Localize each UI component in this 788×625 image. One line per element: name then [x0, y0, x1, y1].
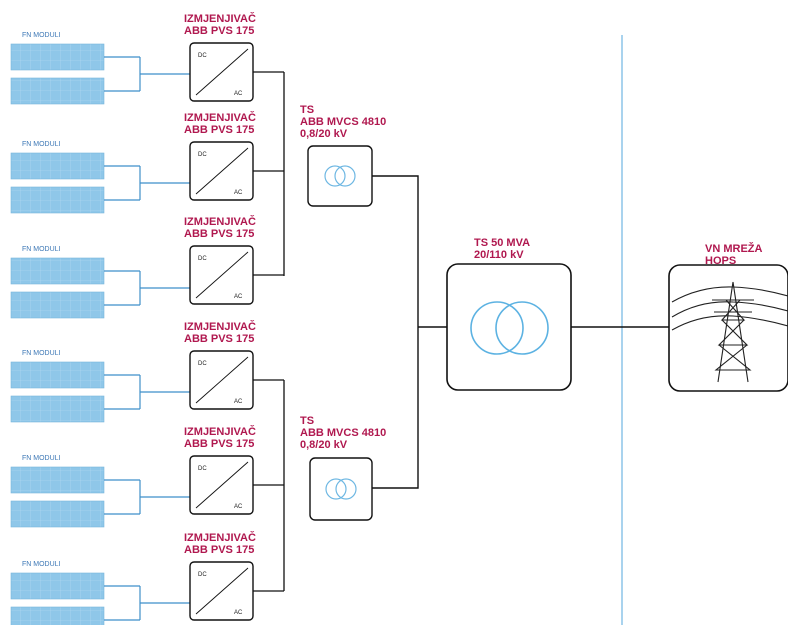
- dc-label: DC: [198, 256, 207, 262]
- grid-title: VN MREŽA: [705, 242, 763, 255]
- pv-module-string: [10, 500, 105, 528]
- ac-label: AC: [234, 190, 243, 196]
- inverter-title: IZMJENJIVAČ: [184, 320, 256, 333]
- inverter-model: ABB PVS 175: [184, 228, 254, 240]
- mv-wiring: [372, 175, 669, 489]
- pv-module-string: [10, 186, 105, 214]
- pv-module-string: [10, 77, 105, 105]
- dc-label: DC: [198, 152, 207, 158]
- ac-label: AC: [234, 504, 243, 510]
- inverter-title: IZMJENJIVAČ: [184, 531, 256, 544]
- inverter-diagonal: [195, 567, 249, 615]
- inverter-model: ABB PVS 175: [184, 333, 254, 345]
- transformer-icon: [325, 478, 347, 500]
- dc-label: DC: [198, 53, 207, 59]
- pv-module-string: [10, 291, 105, 319]
- pv-module-string: [10, 152, 105, 180]
- pv-module-string: [10, 361, 105, 389]
- main-transformer: TS 50 MVA 20/110 kV: [446, 237, 572, 391]
- pv-label: FN MODULI: [22, 561, 61, 568]
- grid-box: [668, 264, 788, 392]
- pv-module-string: [10, 43, 105, 71]
- inverter-model: ABB PVS 175: [184, 544, 254, 556]
- dc-label: DC: [198, 572, 207, 578]
- ac-label: AC: [234, 91, 243, 97]
- pv-module-string: [10, 572, 105, 600]
- inverter-title: IZMJENJIVAČ: [184, 12, 256, 25]
- inverter-title: IZMJENJIVAČ: [184, 425, 256, 438]
- hv-grid: VN MREŽA HOPS: [668, 242, 788, 392]
- pv-label: FN MODULI: [22, 350, 61, 357]
- pv-module-string: [10, 606, 105, 625]
- main-transformer-box: [446, 263, 572, 391]
- ts1-model: ABB MVCS 4810: [300, 116, 386, 128]
- pv-label: FN MODULI: [22, 246, 61, 253]
- pv-label: FN MODULI: [22, 141, 61, 148]
- inverter-diagonal: [195, 147, 249, 195]
- pv-module-string: [10, 395, 105, 423]
- transmission-tower-icon: [671, 281, 788, 383]
- ac-label: AC: [234, 294, 243, 300]
- inverter-model: ABB PVS 175: [184, 25, 254, 37]
- ts2-model: ABB MVCS 4810: [300, 427, 386, 439]
- ts1-title: TS: [300, 104, 314, 116]
- dc-label: DC: [198, 361, 207, 367]
- pv-module-string: [10, 466, 105, 494]
- main-ts-title: TS 50 MVA: [474, 237, 530, 249]
- inverter-model: ABB PVS 175: [184, 124, 254, 136]
- transformer-icon: [470, 301, 524, 355]
- inverter-title: IZMJENJIVAČ: [184, 111, 256, 124]
- inverter-diagonal: [195, 356, 249, 404]
- transformer-ts-2: TS ABB MVCS 4810 0,8/20 kV: [300, 415, 386, 521]
- transformer-ts-1: TS ABB MVCS 4810 0,8/20 kV: [300, 104, 386, 207]
- pv-module-string: [10, 257, 105, 285]
- transformer-icon: [324, 165, 346, 187]
- inverter-model: ABB PVS 175: [184, 438, 254, 450]
- grid-operator: HOPS: [705, 255, 736, 267]
- ts1-ratio: 0,8/20 kV: [300, 128, 348, 140]
- pv-label: FN MODULI: [22, 32, 61, 39]
- ts2-ratio: 0,8/20 kV: [300, 439, 348, 451]
- main-ts-ratio: 20/110 kV: [474, 249, 524, 261]
- dc-label: DC: [198, 466, 207, 472]
- inverter-diagonal: [195, 461, 249, 509]
- ts2-title: TS: [300, 415, 314, 427]
- ac-label: AC: [234, 399, 243, 405]
- ac-label: AC: [234, 610, 243, 616]
- inverter-diagonal: [195, 48, 249, 96]
- pv-label: FN MODULI: [22, 455, 61, 462]
- inverter-diagonal: [195, 251, 249, 299]
- transformer-box: [307, 145, 373, 207]
- inverter-title: IZMJENJIVAČ: [184, 215, 256, 228]
- transformer-box: [309, 457, 373, 521]
